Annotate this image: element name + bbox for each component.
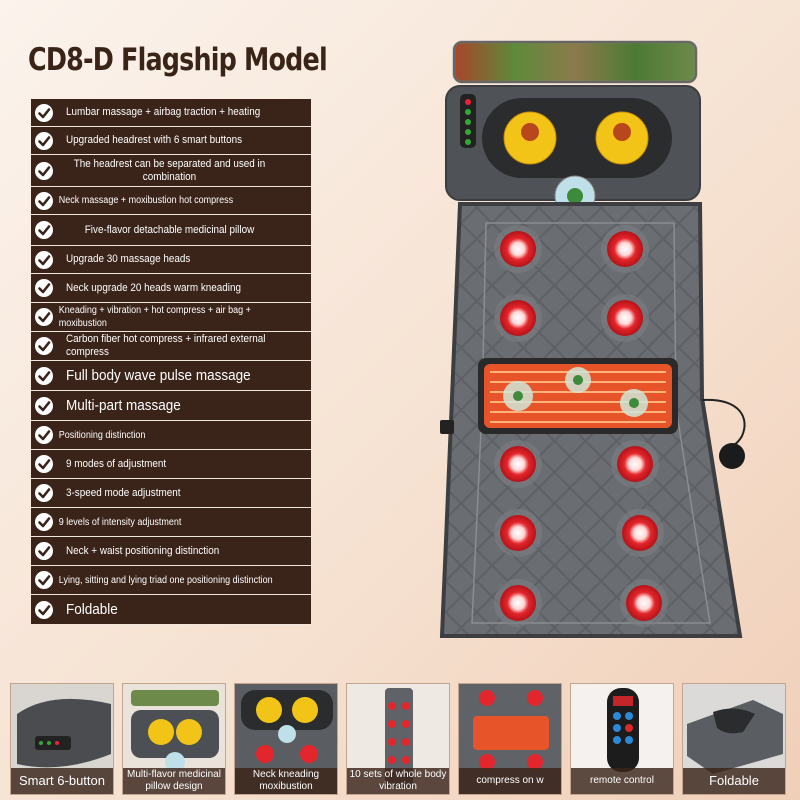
feature-item: Kneading + vibration + hot compress + ai…	[31, 303, 311, 332]
feature-item: Full body wave pulse massage	[31, 361, 311, 391]
thumbnail-5: compress on w	[458, 683, 562, 795]
checkmark-icon	[31, 361, 57, 390]
page-title: CD8-D Flagship Model	[28, 42, 328, 78]
massage-node	[500, 300, 536, 336]
thumbnail-caption: 10 sets of whole body vibration	[347, 768, 449, 794]
feature-label: Five-flavor detachable medicinal pillow	[84, 223, 255, 236]
checkmark-icon	[31, 215, 57, 245]
feature-label: Kneading + vibration + hot compress + ai…	[58, 305, 251, 329]
feature-label: Upgrade 30 massage heads	[66, 253, 191, 265]
feature-item: Lying, sitting and lying triad one posit…	[31, 566, 311, 595]
checkmark-icon	[31, 566, 57, 594]
thumbnail-1: Smart 6-button	[10, 683, 114, 795]
thumbnail-3: Neck kneading moxibustion	[234, 683, 338, 795]
feature-label: 9 modes of adjustment	[66, 457, 167, 470]
checkmark-icon	[31, 303, 57, 331]
feature-label: Multi-part massage	[66, 397, 181, 414]
feature-item: Multi-part massage	[31, 391, 311, 421]
thumbnail-caption: Multi-flavor medicinal pillow design	[123, 768, 225, 794]
thumbnail-caption: Smart 6-button	[11, 768, 113, 794]
massage-node	[626, 585, 662, 621]
checkmark-icon	[31, 274, 57, 302]
feature-item: Neck + waist positioning distinction	[31, 537, 311, 566]
thumbnail-2: Multi-flavor medicinal pillow design	[122, 683, 226, 795]
massage-node	[622, 515, 658, 551]
massage-node	[500, 231, 536, 267]
massage-node	[617, 446, 653, 482]
feature-label: 9 levels of intensity adjustment	[58, 516, 182, 528]
thumbnail-caption: Neck kneading moxibustion	[235, 768, 337, 794]
thumbnail-4: 10 sets of whole body vibration	[346, 683, 450, 795]
feature-item: Upgrade 30 massage heads	[31, 246, 311, 274]
checkmark-icon	[31, 421, 57, 449]
checkmark-icon	[31, 450, 57, 478]
feature-item: 9 modes of adjustment	[31, 450, 311, 479]
thumbnail-strip: Smart 6-button Multi-flavor medicinal pil…	[10, 683, 790, 795]
feature-label: Carbon fiber hot compress + infrared ext…	[66, 333, 266, 358]
checkmark-icon	[31, 187, 57, 214]
checkmark-icon	[31, 595, 57, 624]
feature-item: Lumbar massage + airbag traction + heati…	[31, 99, 311, 127]
feature-item: Upgraded headrest with 6 smart buttons	[31, 127, 311, 155]
feature-item: Positioning distinction	[31, 421, 311, 450]
massage-node	[607, 300, 643, 336]
checkmark-icon	[31, 99, 57, 126]
thumbnail-caption: compress on w	[459, 768, 561, 794]
feature-label: Lying, sitting and lying triad one posit…	[58, 574, 273, 586]
checkmark-icon	[31, 332, 57, 360]
feature-label: Lumbar massage + airbag traction + heati…	[66, 106, 261, 118]
checkmark-icon	[31, 508, 57, 536]
massage-node	[500, 446, 536, 482]
checkmark-icon	[31, 155, 57, 186]
checkmark-icon	[31, 479, 57, 507]
feature-item: Neck upgrade 20 heads warm kneading	[31, 274, 311, 303]
feature-item: Foldable	[31, 595, 311, 625]
feature-item: Carbon fiber hot compress + infrared ext…	[31, 332, 311, 361]
feature-label: Neck massage + moxibustion hot compress	[58, 195, 234, 206]
feature-list: Lumbar massage + airbag traction + heati…	[31, 99, 311, 625]
feature-item: Neck massage + moxibustion hot compress	[31, 187, 311, 215]
thumbnail-caption: remote control	[571, 768, 673, 794]
feature-label: Upgraded headrest with 6 smart buttons	[66, 134, 243, 146]
feature-item: The headrest can be separated and used i…	[31, 155, 311, 187]
feature-label: Full body wave pulse massage	[66, 367, 251, 384]
feature-label: Foldable	[66, 601, 118, 618]
checkmark-icon	[31, 391, 57, 420]
checkmark-icon	[31, 127, 57, 154]
feature-item: 9 levels of intensity adjustment	[31, 508, 311, 537]
checkmark-icon	[31, 246, 57, 273]
checkmark-icon	[31, 537, 57, 565]
feature-item: Five-flavor detachable medicinal pillow	[31, 215, 311, 246]
feature-label: 3-speed mode adjustment	[66, 486, 181, 499]
feature-item: 3-speed mode adjustment	[31, 479, 311, 508]
massage-node	[500, 515, 536, 551]
feature-label: Neck upgrade 20 heads warm kneading	[66, 281, 242, 294]
massage-node	[500, 585, 536, 621]
massage-node	[607, 231, 643, 267]
thumbnail-7: Foldable	[682, 683, 786, 795]
feature-label: Neck + waist positioning distinction	[66, 544, 220, 557]
thumbnail-caption: Foldable	[683, 768, 785, 794]
feature-label: The headrest can be separated and used i…	[73, 157, 266, 183]
massage-mattress-image	[439, 40, 746, 638]
thumbnail-6: remote control	[570, 683, 674, 795]
feature-label: Positioning distinction	[58, 429, 146, 441]
